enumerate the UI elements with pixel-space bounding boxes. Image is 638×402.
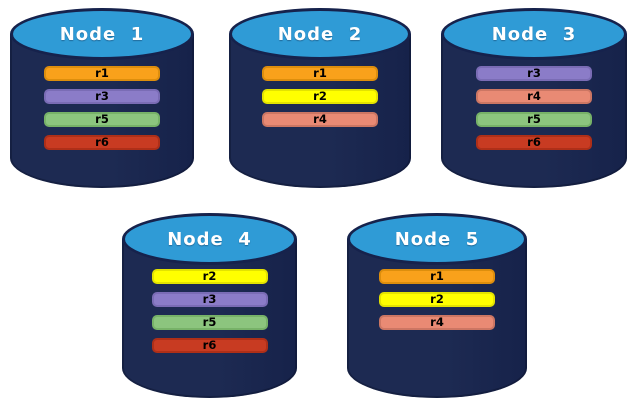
node-5-cylinder: Node 5 r1 r2 r4 bbox=[347, 213, 527, 398]
node-title: Node 4 bbox=[167, 228, 252, 250]
replica-bar-r6: r6 bbox=[151, 338, 268, 353]
cylinder-top: Node 3 bbox=[441, 8, 627, 60]
replica-list: r3 r4 r5 r6 bbox=[441, 66, 627, 150]
replica-bar-r4: r4 bbox=[262, 112, 378, 127]
replica-bar-r3: r3 bbox=[476, 66, 592, 81]
replica-bar-r5: r5 bbox=[151, 315, 268, 330]
replica-bar-r2: r2 bbox=[151, 269, 268, 284]
replica-bar-r1: r1 bbox=[262, 66, 378, 81]
node-title: Node 1 bbox=[59, 23, 145, 45]
replica-bar-r5: r5 bbox=[44, 112, 160, 127]
cylinder-top: Node 4 bbox=[122, 213, 297, 265]
replica-bar-r4: r4 bbox=[476, 89, 592, 104]
node-title: Node 3 bbox=[491, 23, 577, 45]
replica-list: r1 r3 r5 r6 bbox=[10, 66, 194, 150]
node-title: Node 2 bbox=[277, 23, 363, 45]
cylinder-top: Node 1 bbox=[10, 8, 194, 60]
replica-bar-r5: r5 bbox=[476, 112, 592, 127]
node-4-cylinder: Node 4 r2 r3 r5 r6 bbox=[122, 213, 297, 398]
node-3-cylinder: Node 3 r3 r4 r5 r6 bbox=[441, 8, 627, 188]
replica-list: r1 r2 r4 bbox=[347, 269, 527, 330]
replica-list: r1 r2 r4 bbox=[229, 66, 411, 127]
replica-bar-r2: r2 bbox=[262, 89, 378, 104]
node-2-cylinder: Node 2 r1 r2 r4 bbox=[229, 8, 411, 188]
replica-bar-r3: r3 bbox=[44, 89, 160, 104]
replica-bar-r1: r1 bbox=[44, 66, 160, 81]
replica-bar-r1: r1 bbox=[379, 269, 495, 284]
node-1-cylinder: Node 1 r1 r3 r5 r6 bbox=[10, 8, 194, 188]
cylinder-top: Node 5 bbox=[347, 213, 527, 265]
replica-bar-r4: r4 bbox=[379, 315, 495, 330]
node-title: Node 5 bbox=[394, 228, 480, 250]
cylinder-top: Node 2 bbox=[229, 8, 411, 60]
replica-bar-r6: r6 bbox=[476, 135, 592, 150]
replica-bar-r3: r3 bbox=[151, 292, 268, 307]
replica-bar-r6: r6 bbox=[44, 135, 160, 150]
replica-list: r2 r3 r5 r6 bbox=[122, 269, 297, 353]
replica-bar-r2: r2 bbox=[379, 292, 495, 307]
